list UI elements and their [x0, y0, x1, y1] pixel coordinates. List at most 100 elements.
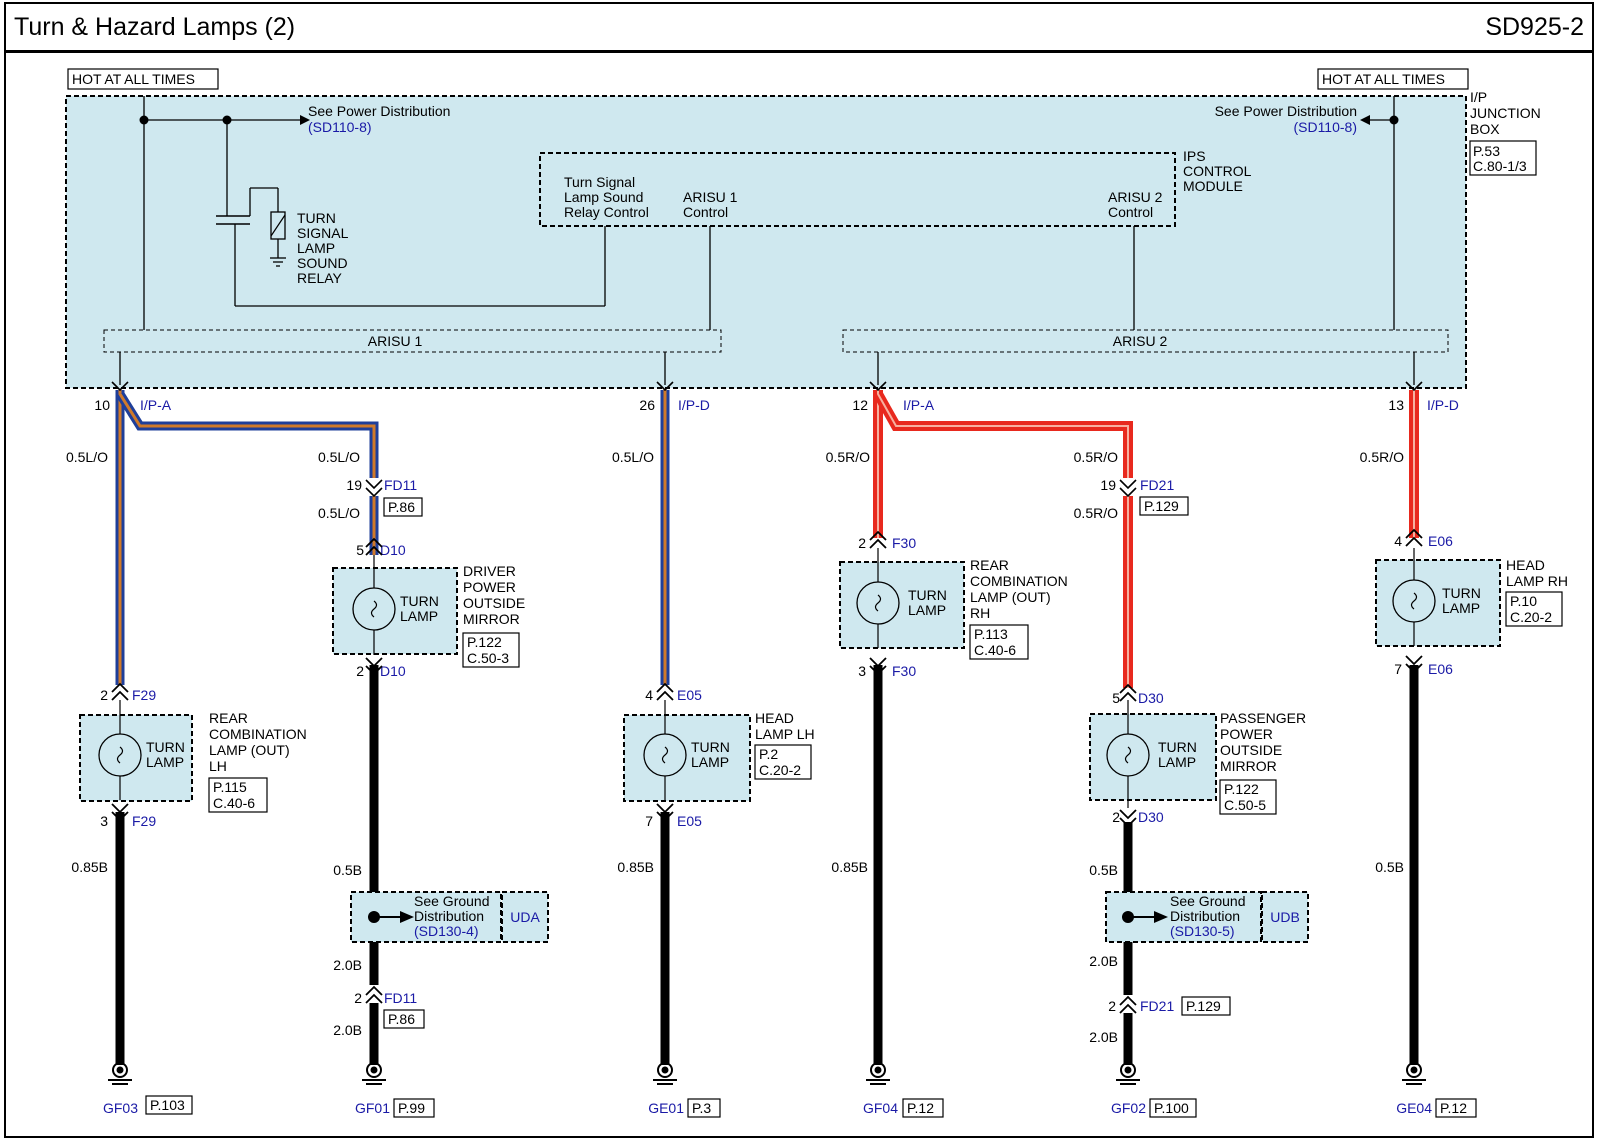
fd21-top-pin: 19	[1100, 477, 1116, 493]
wire-lo-10	[115, 390, 379, 685]
gwire-label-10: 0.5B	[1375, 859, 1404, 875]
lamp-ppom-r2: C.50-5	[1224, 797, 1266, 813]
lamp-ppom-pin-bot: 2	[1112, 809, 1120, 825]
diagram-code: SD925-2	[1485, 13, 1584, 41]
ips-control-module	[539, 152, 1176, 227]
gnd-uda-text-1: See Ground	[414, 893, 490, 909]
hot-label-left: HOT AT ALL TIMES	[72, 71, 195, 87]
gwire-label-8: 2.0B	[1089, 953, 1118, 969]
lamp-ppom-d4: MIRROR	[1220, 758, 1277, 774]
lamp-hl-lh-r1: P.2	[759, 746, 778, 762]
ground-gf01-ref: P.99	[398, 1100, 425, 1116]
lamp-ppom-d2: POWER	[1220, 726, 1273, 742]
lamp-rcl-lh-d1: REAR	[209, 710, 248, 726]
relay-label-3: LAMP	[297, 240, 335, 256]
lamp-hl-rh-d2: LAMP RH	[1506, 573, 1568, 589]
lamp-ppom-name-bot: D30	[1138, 809, 1164, 825]
fd21-bot-name: FD21	[1140, 998, 1174, 1014]
gwire-label-5: 0.85B	[617, 859, 654, 875]
power-dist-left: See Power Distribution	[308, 103, 450, 119]
lamp-rcl-rh-l1: TURN	[908, 587, 947, 603]
conn-10-name: I/P-A	[140, 397, 172, 413]
ips-label-1: IPS	[1183, 148, 1206, 164]
wire-label-3: 0.5L/O	[318, 505, 360, 521]
lamp-ppom-l2: LAMP	[1158, 754, 1196, 770]
lamp-rcl-rh-r2: C.40-6	[974, 642, 1016, 658]
fd11-top-ref: P.86	[388, 499, 415, 515]
lamp-hl-rh-r1: P.10	[1510, 593, 1537, 609]
fd11-bot-ref: P.86	[388, 1011, 415, 1027]
ground-ge04-ref: P.12	[1440, 1100, 1467, 1116]
relay-label-5: RELAY	[297, 270, 343, 286]
arisu-2-label: ARISU 2	[1113, 333, 1168, 349]
relay-label-4: SOUND	[297, 255, 348, 271]
gnd-udb-code: UDB	[1270, 909, 1300, 925]
rear-combination-lamp-rh	[839, 548, 965, 649]
gnd-udb-text-1: See Ground	[1170, 893, 1246, 909]
lamp-dpom-d4: MIRROR	[463, 611, 520, 627]
lamp-hl-lh-pin-top: 4	[645, 687, 653, 703]
ground-gf03-ref: P.103	[150, 1097, 185, 1113]
hot-label-right: HOT AT ALL TIMES	[1322, 71, 1445, 87]
arisu-2-bus	[842, 329, 1449, 353]
fd21-bot-pin: 2	[1108, 998, 1116, 1014]
wire-label-6: 0.5R/O	[1074, 449, 1118, 465]
wire-ro-12	[873, 390, 1133, 688]
ground-distribution-udb	[1105, 891, 1309, 943]
lamp-hl-lh-d2: LAMP LH	[755, 726, 815, 742]
lamp-hl-lh-r2: C.20-2	[759, 762, 801, 778]
lamp-rcl-rh-name-bot: F30	[892, 663, 916, 679]
lamp-hl-rh-pin-top: 4	[1394, 533, 1402, 549]
fd21-top-name: FD21	[1140, 477, 1174, 493]
lamp-dpom-pin-top: 5	[356, 542, 364, 558]
gwire-label-1: 0.85B	[71, 859, 108, 875]
ips-pin-arisu1-1: ARISU 1	[683, 189, 738, 205]
jbox-ref-1: P.53	[1473, 143, 1500, 159]
lamp-dpom-r1: P.122	[467, 634, 502, 650]
gwire-label-9: 2.0B	[1089, 1029, 1118, 1045]
wire-label-8: 0.5R/O	[1360, 449, 1404, 465]
head-lamp-lh	[623, 700, 751, 802]
gwire-label-4: 2.0B	[333, 1022, 362, 1038]
lamp-dpom-name-top: D10	[380, 542, 406, 558]
ground-gf02-ref: P.100	[1154, 1100, 1189, 1116]
lamp-hl-lh-l2: LAMP	[691, 754, 729, 770]
power-dist-right: See Power Distribution	[1215, 103, 1357, 119]
gnd-uda-code: UDA	[510, 909, 540, 925]
fd11-top-name: FD11	[384, 477, 417, 493]
wire-label-1: 0.5L/O	[66, 449, 108, 465]
wire-label-7: 0.5R/O	[1074, 505, 1118, 521]
lamp-hl-rh-pin-bot: 7	[1394, 661, 1402, 677]
gnd-uda-text-2: Distribution	[414, 908, 484, 924]
ips-pin-arisu2-2: Control	[1108, 204, 1153, 220]
lamp-hl-rh-l1: TURN	[1442, 585, 1481, 601]
lamp-rcl-lh-r2: C.40-6	[213, 795, 255, 811]
lamp-dpom-r2: C.50-3	[467, 650, 509, 666]
lamp-rcl-rh-pin-top: 2	[858, 535, 866, 551]
gwire-label-2: 0.5B	[333, 862, 362, 878]
fd11-bot-pin: 2	[354, 990, 362, 1006]
ground-ge04-name: GE04	[1396, 1100, 1432, 1116]
ground-ge01-name: GE01	[648, 1100, 684, 1116]
lamp-hl-lh-l1: TURN	[691, 739, 730, 755]
ips-pin-relay-2: Lamp Sound	[564, 189, 643, 205]
lamp-rcl-rh-name-top: F30	[892, 535, 916, 551]
relay-label-2: SIGNAL	[297, 225, 349, 241]
lamp-rcl-rh-pin-bot: 3	[858, 663, 866, 679]
lamp-rcl-lh-pin-top: 2	[100, 687, 108, 703]
lamp-dpom-name-bot: D10	[380, 663, 406, 679]
ground-gf03-name: GF03	[103, 1100, 138, 1116]
gwire-label-6: 0.85B	[831, 859, 868, 875]
junction-box-panel	[65, 95, 1467, 389]
ground-gf04-ref: P.12	[907, 1100, 934, 1116]
lamp-ppom-l1: TURN	[1158, 739, 1197, 755]
lamp-rcl-rh-d1: REAR	[970, 557, 1009, 573]
wire-label-5: 0.5R/O	[826, 449, 870, 465]
fd21-top-ref: P.129	[1144, 498, 1179, 514]
wire-label-2: 0.5L/O	[318, 449, 360, 465]
conn-26-name: I/P-D	[678, 397, 710, 413]
lamp-hl-lh-pin-bot: 7	[645, 813, 653, 829]
lamp-hl-lh-d1: HEAD	[755, 710, 794, 726]
lamp-hl-rh-r2: C.20-2	[1510, 609, 1552, 625]
